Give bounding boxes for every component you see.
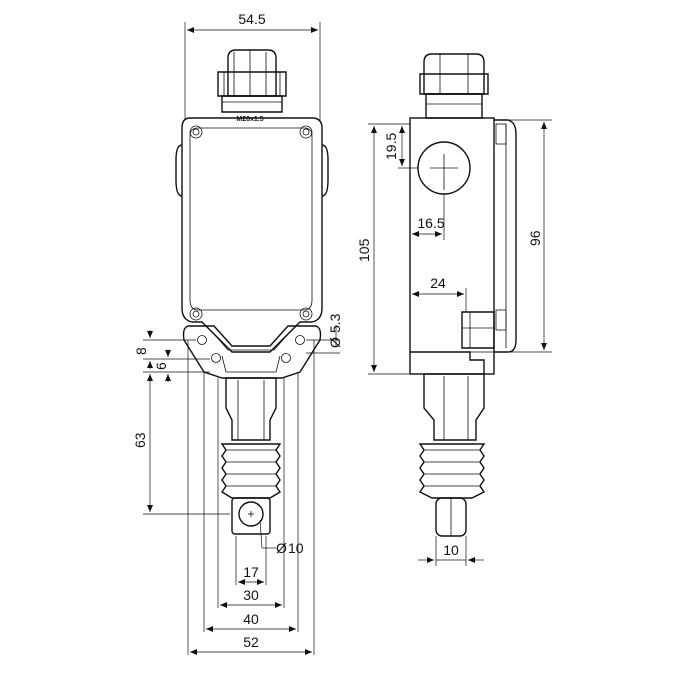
mounting-hole-icon xyxy=(197,335,207,345)
screw-icon xyxy=(299,307,313,321)
diameter-symbol: Ø xyxy=(276,540,287,556)
dim-spacing-8-label: 8 xyxy=(133,347,149,355)
mounting-hole-icon xyxy=(211,353,221,363)
dim-slot-spacing: 8 6 xyxy=(133,330,210,382)
dim-lever-offset-label: 16.5 xyxy=(417,215,444,231)
dim-width-30-label: 30 xyxy=(243,587,259,603)
dim-slot-width: 5.3 Ø xyxy=(306,313,343,354)
gland-thread-label: M20x1.5 xyxy=(236,116,263,123)
dim-width-40-label: 40 xyxy=(243,611,259,627)
dim-width-52-label: 52 xyxy=(243,634,259,650)
dim-overall-width-label: 54.5 xyxy=(238,11,265,27)
dim-shaft-length: 63 xyxy=(132,374,230,515)
front-view: 54.5 M20x1.5 xyxy=(132,11,343,655)
dim-shaft-length-label: 63 xyxy=(132,432,148,448)
screw-icon xyxy=(299,125,313,139)
roller-plunger xyxy=(231,497,271,535)
roller-side xyxy=(435,497,467,537)
housing-body xyxy=(175,117,329,353)
dim-top-offset-label: 19.5 xyxy=(383,133,399,160)
bellows xyxy=(220,443,282,499)
dim-lever-offset: 16.5 xyxy=(412,194,445,240)
dim-bottom-widths: 17 30 40 52 xyxy=(187,340,315,655)
dim-cover-height-label: 96 xyxy=(527,230,543,246)
actuator-shaft-side xyxy=(423,373,485,441)
dim-roller-diameter-label: 10 xyxy=(288,540,304,556)
dim-top-offset: 19.5 xyxy=(368,123,418,169)
cable-gland-side xyxy=(419,53,489,119)
housing-side xyxy=(409,117,517,375)
dim-roller-width-label: 10 xyxy=(443,542,459,558)
mounting-hole-icon xyxy=(295,335,305,345)
mounting-hole-icon xyxy=(281,353,291,363)
actuator-shaft xyxy=(225,377,277,441)
dim-slot-width-label: 5.3 xyxy=(327,313,343,333)
dim-width-17-label: 17 xyxy=(243,564,259,580)
dim-overall-width: 54.5 xyxy=(184,11,321,120)
dim-roller-diameter: Ø 10 xyxy=(259,519,304,556)
dim-overall-height: 105 xyxy=(356,126,410,375)
rotary-head-icon xyxy=(417,141,471,195)
diameter-symbol: Ø xyxy=(327,337,343,348)
dim-lever-depth: 24 xyxy=(412,275,467,312)
screw-icon xyxy=(189,307,203,321)
dim-spacing-6-label: 6 xyxy=(153,362,169,370)
dim-overall-height-label: 105 xyxy=(356,238,372,262)
screw-icon xyxy=(189,125,203,139)
dim-roller-width: 10 xyxy=(418,536,484,566)
dim-lever-depth-label: 24 xyxy=(430,275,446,291)
cable-gland: M20x1.5 xyxy=(217,49,287,123)
bellows-side xyxy=(418,443,486,499)
side-view: 19.5 105 16.5 24 96 xyxy=(356,53,552,566)
dim-cover-height: 96 xyxy=(508,119,552,353)
